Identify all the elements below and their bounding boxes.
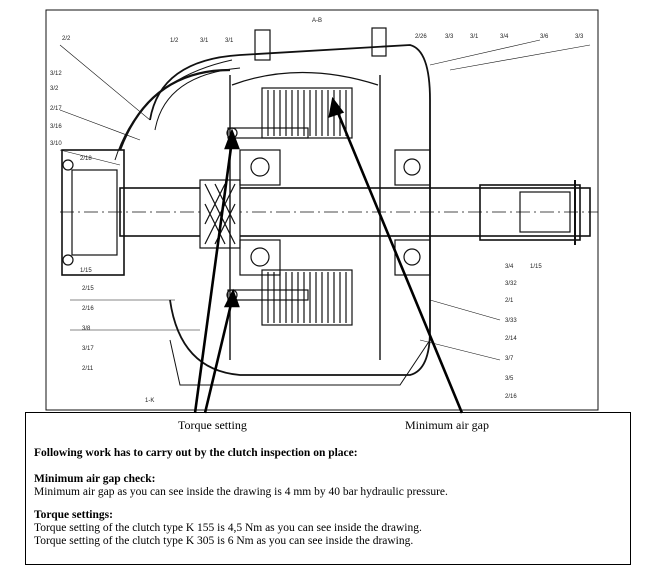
part-ref: 1/15 [80,268,92,274]
part-ref: 3/33 [505,318,517,324]
part-ref: 1/15 [530,264,542,270]
lower-disc-pack [261,269,353,326]
part-ref: 3/7 [505,356,514,362]
part-ref: 1/2 [170,38,179,44]
bearing-upper [239,149,281,186]
part-ref: 3/12 [50,71,62,77]
section-label: A-B [312,18,322,24]
torque-arrow-upper [193,139,234,414]
torque-settings-heading: Torque settings: [34,509,113,521]
air-gap-check-heading: Minimum air gap check: [34,473,156,485]
part-ref: 3/4 [500,34,509,40]
part-ref: 2/1 [505,298,514,304]
part-ref: 2/26 [415,34,427,40]
part-ref: 3/3 [575,34,584,40]
part-ref: 2/15 [82,286,94,292]
part-ref: 2/16 [505,394,517,400]
part-ref: 3/5 [505,376,514,382]
part-ref: 3/1 [470,34,479,40]
torque-setting-callout: Torque setting [178,418,247,432]
part-ref: 3/10 [50,141,62,147]
part-ref: 1-K [145,398,154,404]
drawing-frame [45,9,599,411]
clutch-housing [149,44,431,376]
part-ref: 3/32 [505,281,517,287]
output-flange [479,184,581,241]
part-ref: 3/4 [505,264,514,270]
torque-setting-k305: Torque setting of the clutch type K 305 … [34,535,414,547]
bearing-lower [239,239,281,276]
part-ref: 3/2 [50,86,59,92]
part-ref: 2/16 [82,306,94,312]
minimum-air-gap-callout: Minimum air gap [405,418,489,432]
part-ref: 2/11 [82,366,94,372]
part-ref: 2/17 [50,106,62,112]
notes-heading: Following work has to carry out by the c… [34,447,358,459]
part-ref: 3/6 [540,34,549,40]
airgap-arrow [334,107,464,414]
part-ref: 3/16 [50,124,62,130]
air-gap-check-text: Minimum air gap as you can see inside th… [34,486,448,498]
inspection-notes-box: Following work has to carry out by the c… [25,412,631,565]
part-ref: 2/14 [505,336,517,342]
part-ref: 2/18 [80,156,92,162]
part-ref: 3/1 [225,38,234,44]
part-ref: 3/17 [82,346,94,352]
left-hub [61,149,125,276]
part-ref: 3/8 [82,326,91,332]
torque-arrow-lower [203,299,234,414]
part-ref: 2/2 [62,36,71,42]
torque-setting-k155: Torque setting of the clutch type K 155 … [34,522,422,534]
main-shaft [119,187,591,237]
part-ref: 3/3 [445,34,454,40]
part-ref: 3/1 [200,38,209,44]
